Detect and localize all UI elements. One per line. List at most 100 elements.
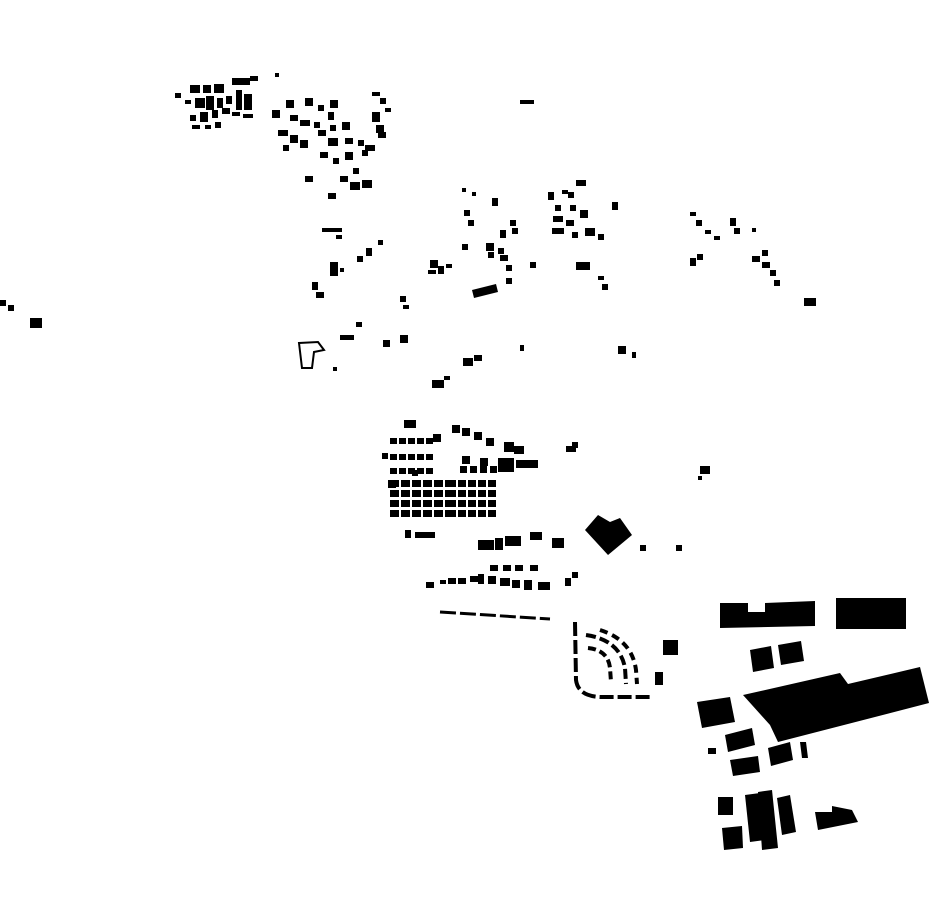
building <box>555 205 561 211</box>
building <box>458 490 466 497</box>
building <box>30 318 42 328</box>
building <box>488 480 496 487</box>
building <box>448 578 456 584</box>
building <box>520 345 524 351</box>
building <box>353 168 359 174</box>
building <box>426 468 433 474</box>
building <box>576 262 590 270</box>
building <box>300 120 310 126</box>
building <box>318 105 324 111</box>
building <box>488 500 496 507</box>
building <box>278 130 288 136</box>
building <box>552 538 564 548</box>
building <box>553 216 563 222</box>
building <box>383 340 390 347</box>
building <box>572 442 578 448</box>
building <box>472 284 498 298</box>
building <box>434 490 443 497</box>
building <box>618 346 626 354</box>
building <box>458 578 466 584</box>
curved-row-outer <box>573 621 652 699</box>
building <box>212 110 218 118</box>
building <box>463 358 473 366</box>
building <box>468 500 476 507</box>
building <box>498 458 514 472</box>
building <box>530 262 536 268</box>
building <box>474 432 482 440</box>
building <box>470 466 477 473</box>
building <box>333 158 339 164</box>
building <box>214 84 224 93</box>
building <box>415 532 425 538</box>
building <box>468 220 474 226</box>
building <box>655 672 663 685</box>
building <box>565 578 571 586</box>
building-footprints <box>0 73 929 850</box>
building <box>356 322 362 327</box>
building <box>470 576 478 582</box>
building <box>8 305 14 311</box>
building <box>585 515 632 555</box>
building <box>505 536 521 546</box>
building <box>480 458 488 466</box>
building <box>412 500 421 507</box>
building <box>400 335 408 343</box>
building <box>408 438 415 444</box>
building <box>468 510 476 517</box>
building <box>697 697 735 728</box>
building <box>500 255 508 261</box>
building <box>488 510 496 517</box>
building <box>390 438 397 444</box>
building <box>205 125 211 129</box>
building <box>336 235 342 239</box>
building <box>434 510 443 517</box>
building <box>698 476 702 480</box>
building <box>762 250 768 256</box>
building <box>552 228 564 234</box>
building <box>486 438 494 446</box>
building <box>750 646 774 672</box>
outline-building <box>297 340 326 369</box>
building <box>743 667 929 742</box>
building <box>318 130 326 136</box>
building <box>632 352 636 358</box>
building <box>690 258 696 266</box>
building <box>408 468 415 474</box>
building <box>380 98 386 104</box>
building <box>250 76 258 81</box>
building <box>480 466 487 473</box>
building <box>357 256 363 262</box>
building <box>312 282 318 290</box>
building <box>340 268 344 272</box>
building <box>478 480 486 487</box>
building <box>362 180 372 188</box>
building <box>690 212 696 216</box>
building <box>244 94 252 110</box>
building <box>366 248 372 256</box>
building <box>412 470 418 476</box>
building <box>423 510 432 517</box>
building <box>598 276 604 280</box>
building <box>400 296 406 302</box>
building <box>222 108 230 114</box>
building <box>232 78 250 85</box>
building <box>478 510 486 517</box>
building <box>640 545 646 551</box>
building <box>328 112 334 120</box>
building <box>800 742 808 758</box>
building <box>538 582 550 590</box>
building <box>328 193 336 199</box>
building <box>345 152 353 160</box>
building <box>236 90 242 110</box>
building <box>602 284 608 290</box>
building <box>836 598 906 629</box>
building <box>472 192 476 196</box>
building <box>714 236 720 240</box>
building <box>272 110 280 118</box>
building <box>390 500 399 507</box>
building <box>382 453 388 459</box>
building <box>404 420 416 428</box>
building <box>568 192 574 198</box>
building <box>430 260 438 268</box>
